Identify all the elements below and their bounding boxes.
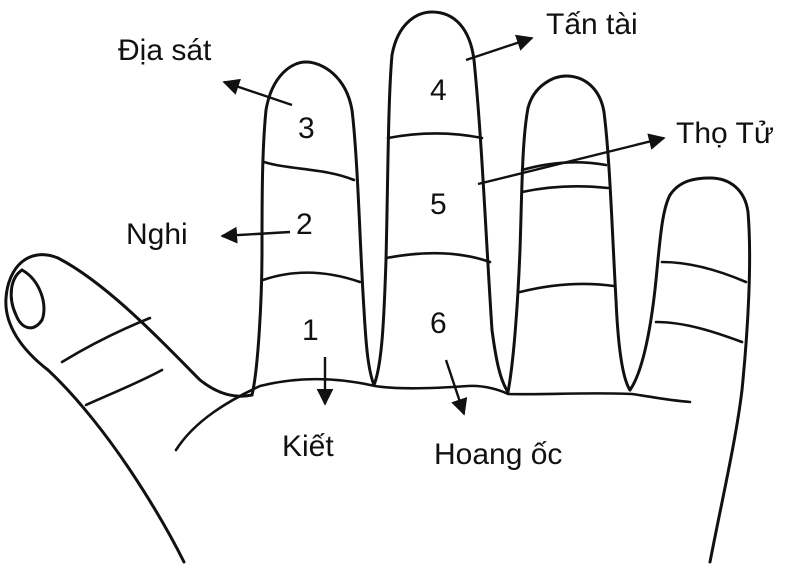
little-crease-2 [656,322,742,342]
section-number-6: 6 [430,307,447,340]
finger-creases [263,134,746,343]
index-crease-1 [264,162,354,180]
section-number-4: 4 [430,74,447,107]
section-number-1: 1 [302,314,319,347]
index-crease-2 [263,273,360,282]
label-dia-sat: Địa sát [118,34,212,67]
label-nghi: Nghi [126,218,188,251]
ring-finger-outline [508,76,630,392]
arrow-tan-tai [466,38,532,60]
little-finger-outline [630,178,750,390]
label-tan-tai: Tấn tài [546,8,638,41]
thumb-nail [11,270,44,328]
ring-crease-1b [522,186,608,192]
section-numbers: 3 2 1 4 5 6 [296,74,447,347]
label-kiet: Kiết [282,430,334,463]
thumb-crease-2 [86,370,162,405]
arrow-nghi [222,232,290,236]
arrow-dia-sat [224,82,292,105]
little-crease-1 [662,262,746,282]
palm-right-edge [710,390,742,562]
palm-top-line [176,379,690,450]
ring-crease-2 [520,284,614,292]
section-number-3: 3 [298,112,315,145]
middle-crease-1 [388,134,482,139]
arrow-tho-tu [478,138,664,184]
section-number-5: 5 [430,188,447,221]
hand-outline [6,12,750,562]
middle-crease-2 [386,253,490,262]
label-hoang-oc: Hoang ốc [434,438,562,471]
thumb-crease-1 [62,318,150,362]
section-number-2: 2 [296,208,313,241]
label-tho-tu: Thọ Tử [676,117,774,150]
